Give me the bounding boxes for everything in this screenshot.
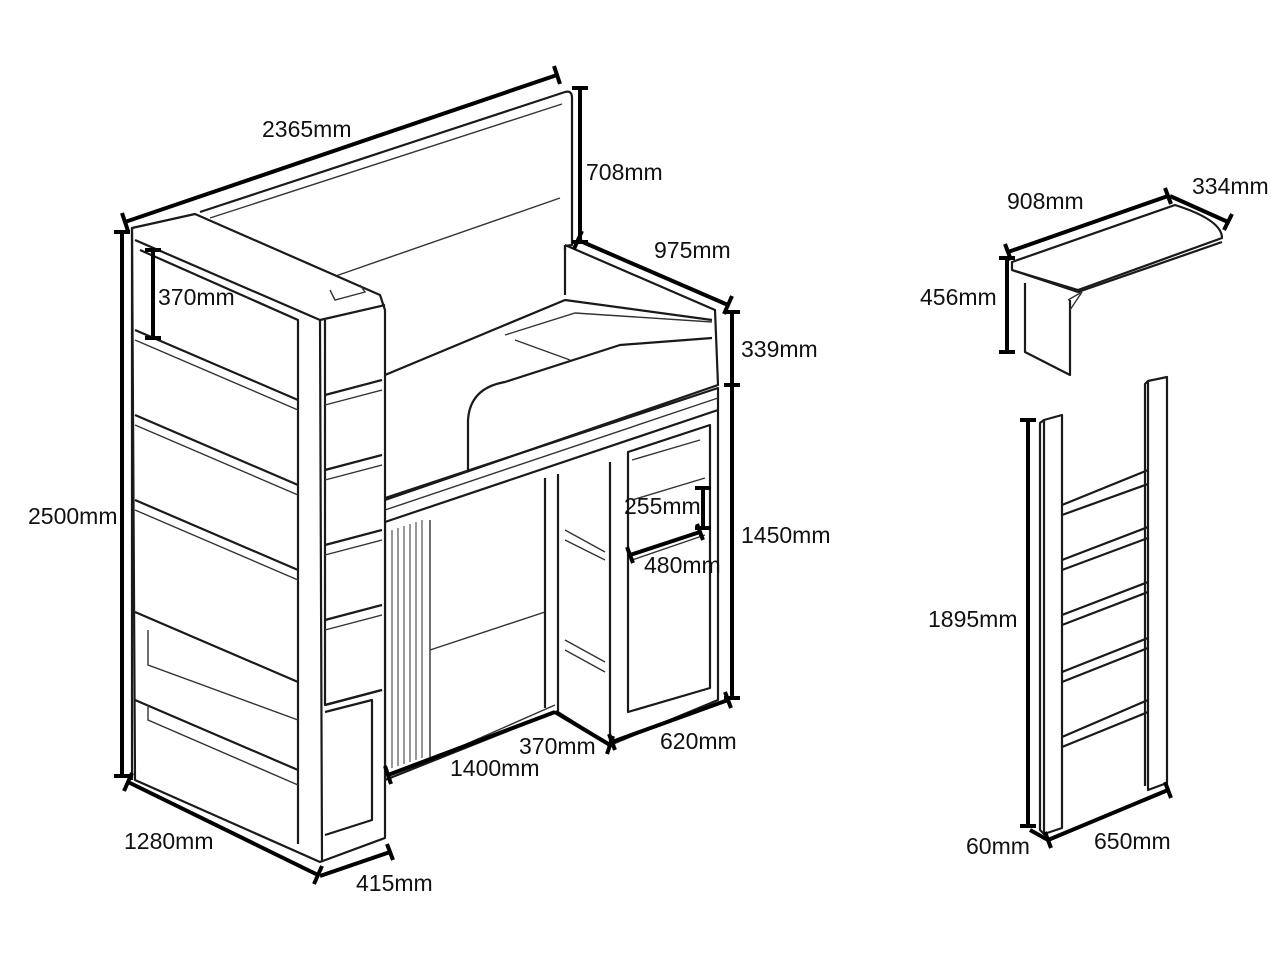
ladder-drawing	[1038, 375, 1169, 836]
label-inner-depth: 370mm	[519, 733, 596, 759]
label-bed-length: 2365mm	[262, 116, 351, 142]
bed-rail	[384, 243, 720, 502]
desk-drawing	[1010, 203, 1224, 377]
label-ladder-width: 650mm	[1094, 828, 1171, 854]
label-cubby-height: 255mm	[624, 493, 701, 519]
label-ladder-height: 1895mm	[928, 606, 1017, 632]
label-under-bed-height: 1450mm	[741, 522, 830, 548]
dimension-labels: 2365mm 708mm 975mm 2500mm 370mm 339mm 14…	[28, 116, 1269, 896]
label-ladder-depth: 60mm	[966, 833, 1030, 859]
ladder-front-rail	[1042, 413, 1064, 836]
desk-leg	[1023, 283, 1072, 377]
label-opening-width: 1400mm	[450, 755, 539, 781]
dimension-lines	[114, 65, 1234, 885]
label-shelf-height: 370mm	[158, 284, 235, 310]
headboard	[199, 90, 574, 250]
label-bed-depth: 975mm	[654, 237, 731, 263]
label-cubby-width: 480mm	[644, 552, 721, 578]
label-rail-height: 339mm	[741, 336, 818, 362]
label-bookcase-depth: 415mm	[356, 870, 433, 896]
label-desk-length: 908mm	[1007, 188, 1084, 214]
label-total-height: 2500mm	[28, 503, 117, 529]
label-cabinet-width: 620mm	[660, 728, 737, 754]
ladder-rungs	[1061, 468, 1149, 749]
bookcase-side	[130, 212, 387, 864]
label-headboard-height: 708mm	[586, 159, 663, 185]
ladder-back-rail	[1146, 375, 1169, 792]
label-desk-height: 456mm	[920, 284, 997, 310]
loft-bed-drawing	[130, 90, 720, 864]
label-desk-depth: 334mm	[1192, 173, 1269, 199]
guard-panel	[466, 336, 713, 470]
desk-top	[1010, 203, 1224, 292]
label-bookcase-length: 1280mm	[124, 828, 213, 854]
